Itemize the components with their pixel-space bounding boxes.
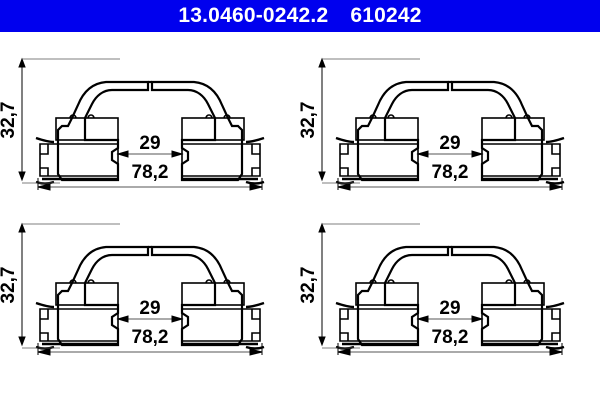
clip-top-left: 32,7 29 78,2 [0, 32, 300, 192]
dimension-height-label: 32,7 [300, 102, 319, 139]
header-bar: 13.0460-0242.2 610242 [0, 0, 600, 32]
dimension-inner-width-label: 29 [139, 298, 160, 319]
dimension-overall-width-label: 78,2 [432, 327, 469, 348]
dimension-overall-width-label: 78,2 [132, 162, 169, 183]
clip-bottom-left: 32,7 29 78,2 [0, 197, 300, 357]
reference-number-label: 610242 [350, 4, 422, 27]
drawing-area: 32,7 29 78,2 [0, 32, 600, 400]
dimension-overall-width-label: 78,2 [132, 327, 169, 348]
clip-bottom-right: 32,7 29 78,2 [300, 197, 600, 357]
dimension-height-label: 32,7 [0, 267, 19, 304]
dimension-overall-width-label: 78,2 [432, 162, 469, 183]
part-number-label: 13.0460-0242.2 [178, 4, 329, 27]
dimension-inner-width-label: 29 [139, 133, 160, 154]
dimension-inner-width-label: 29 [439, 298, 460, 319]
dimension-height-label: 32,7 [300, 267, 319, 304]
dimension-inner-width-label: 29 [439, 133, 460, 154]
clip-top-right: 32,7 29 78,2 [300, 32, 600, 192]
dimension-height-label: 32,7 [0, 102, 19, 139]
